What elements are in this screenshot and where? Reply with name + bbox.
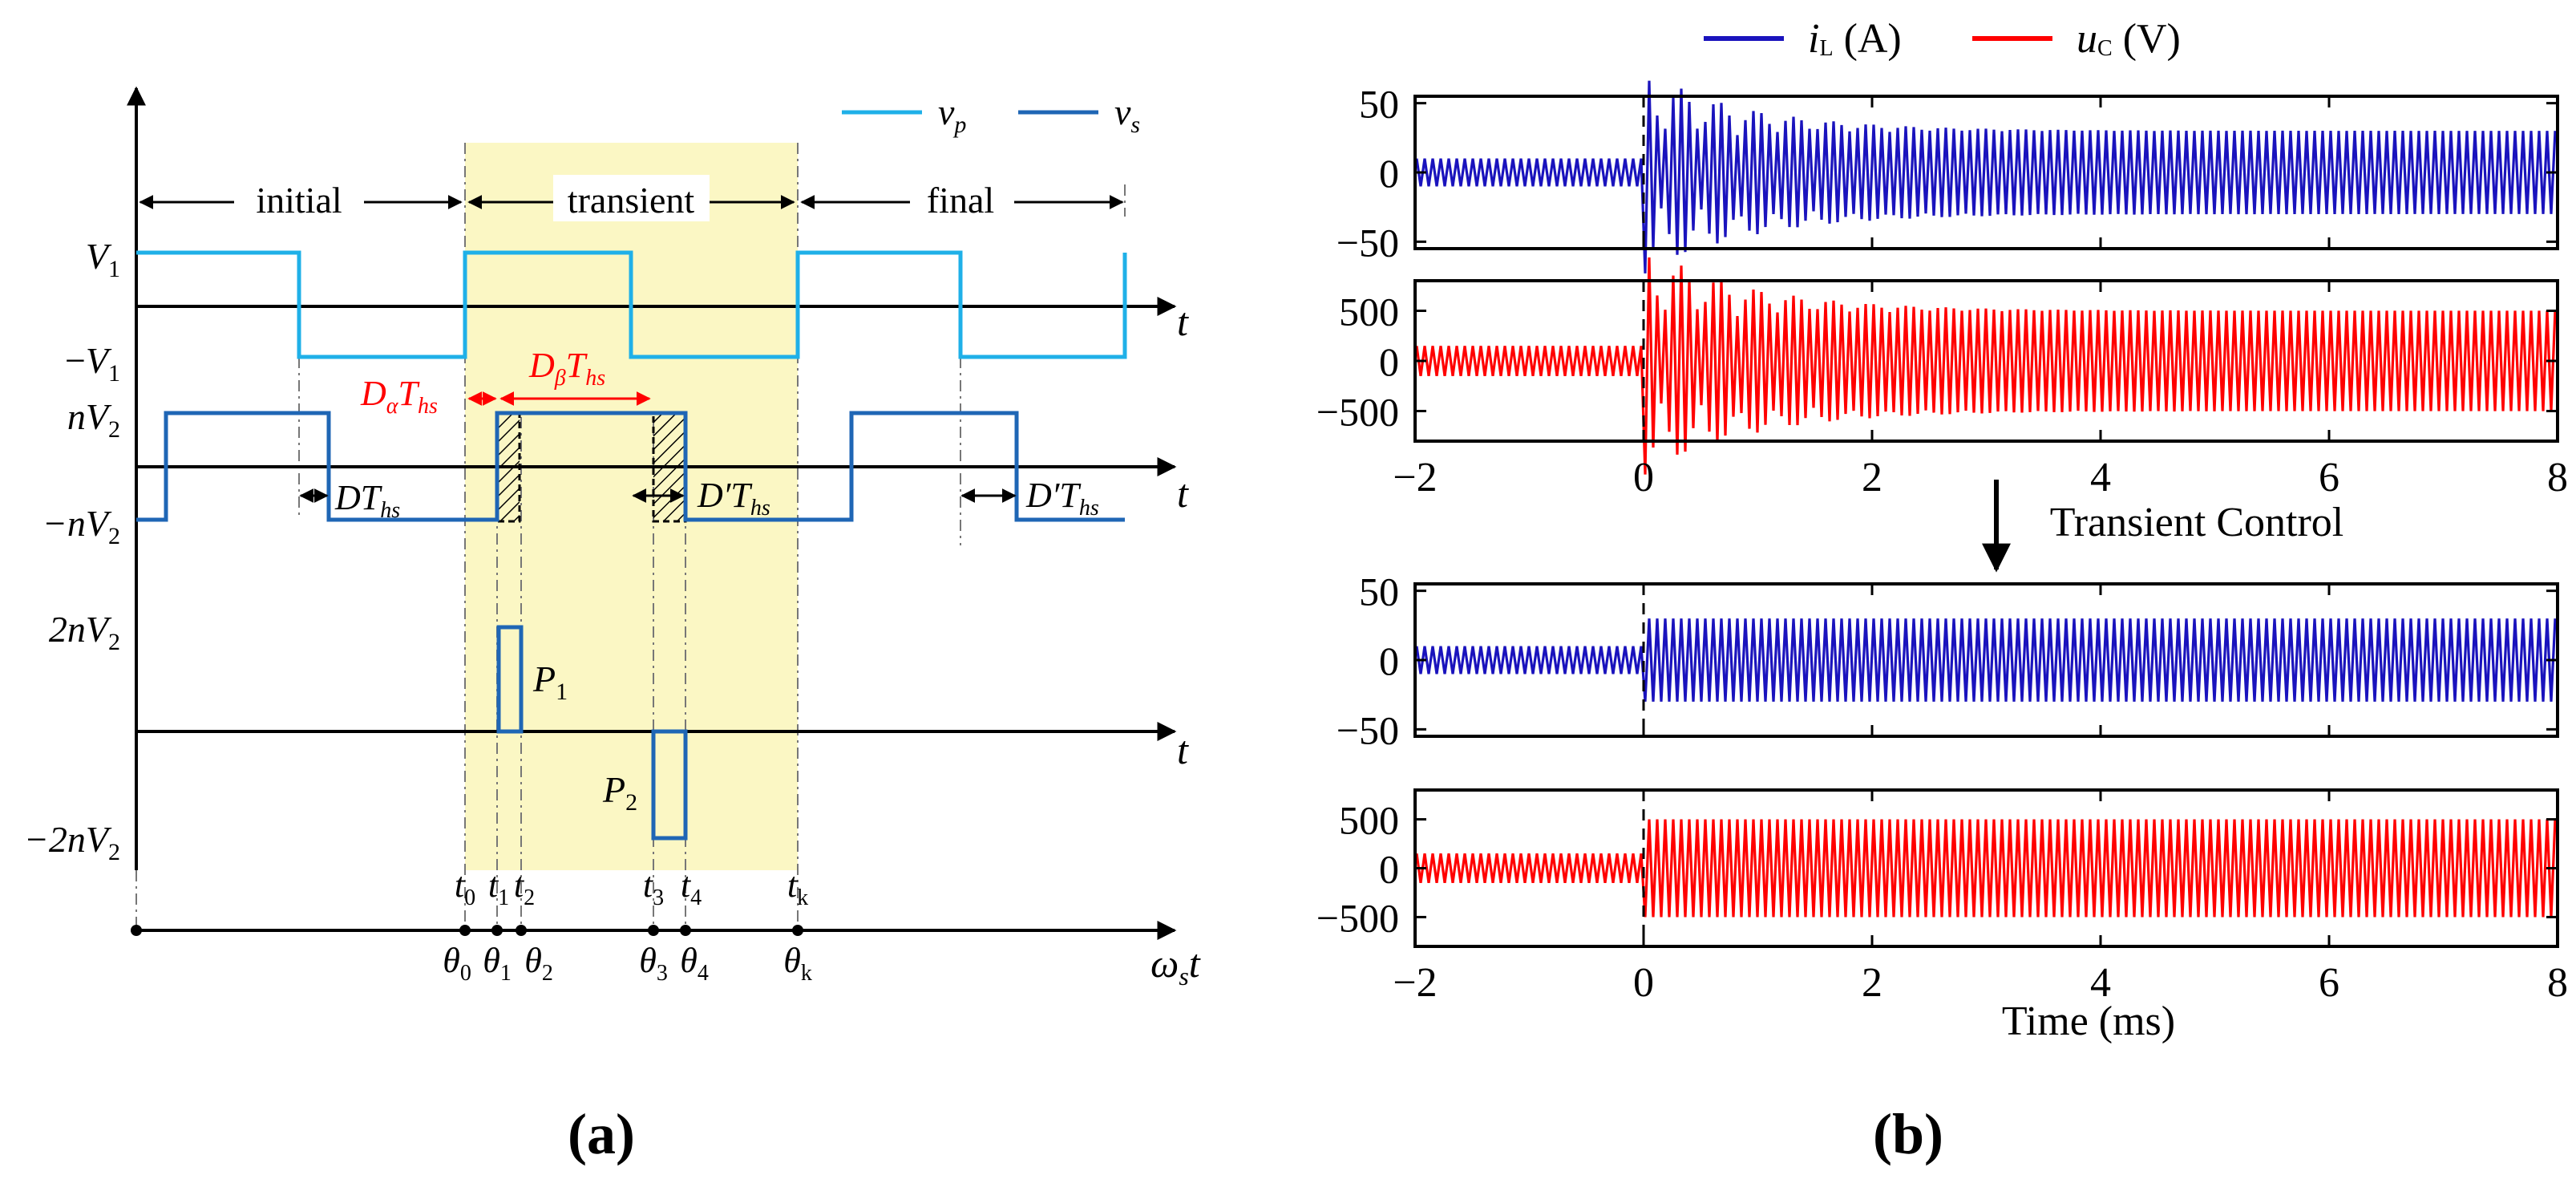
svg-text:t3: t3 xyxy=(643,865,664,910)
region-initial: initial xyxy=(256,180,342,221)
x-tick-label-4-3: 4 xyxy=(2090,960,2111,1006)
panel-a: initial transient final vp vs t t t ωst xyxy=(24,86,1201,1166)
x-tick-label-4-2: 2 xyxy=(1862,960,1882,1006)
dt-label: DThs xyxy=(334,478,400,523)
vs-waveform xyxy=(136,411,1125,522)
dpt-label-2: D′Ths xyxy=(1025,476,1099,521)
t-label-3: t xyxy=(1177,727,1189,772)
x-tick-label-2-4: 6 xyxy=(2319,455,2339,500)
vp-waveform xyxy=(136,250,1127,359)
y-tick-label-1-0: 50 xyxy=(1359,82,1399,127)
x-tick-label-2-1: 0 xyxy=(1633,455,1654,500)
svg-text:θ2: θ2 xyxy=(524,941,553,986)
x-tick-label-2-2: 2 xyxy=(1862,455,1882,500)
x-tick-label-2-5: 8 xyxy=(2547,455,2568,500)
x-tick-label-4-5: 8 xyxy=(2547,960,2568,1006)
svg-text:vs: vs xyxy=(1114,91,1140,138)
d-alpha-label: DαThs xyxy=(360,374,438,419)
svg-text:2nV2: 2nV2 xyxy=(49,609,120,655)
p1-label: P1 xyxy=(532,658,568,705)
x-tick-label-2-0: −2 xyxy=(1393,455,1437,500)
hatch-2 xyxy=(652,411,687,523)
legend-il: iL (A) xyxy=(1808,16,1902,62)
waveform-2 xyxy=(1415,257,2557,475)
svg-text:t1: t1 xyxy=(488,865,509,910)
hatch-1 xyxy=(495,411,521,523)
x-axis-title: Time (ms) xyxy=(2002,999,2175,1044)
p2-label: P2 xyxy=(602,769,637,816)
y-tick-label-2-2: −500 xyxy=(1316,390,1399,435)
x-tick-label-4-1: 0 xyxy=(1633,960,1654,1006)
dpt-label-1: D′Ths xyxy=(697,476,770,521)
wst-label: ωst xyxy=(1151,941,1201,991)
theta-dots xyxy=(131,925,803,936)
svg-text:t4: t4 xyxy=(681,865,702,910)
region-final: final xyxy=(927,180,994,221)
svg-text:θk: θk xyxy=(783,941,812,986)
d-beta-label: DβThs xyxy=(528,346,605,391)
y-tick-label-1-1: 0 xyxy=(1379,151,1399,196)
waveform-3 xyxy=(1415,618,2557,702)
svg-text:θ1: θ1 xyxy=(483,941,512,986)
y-tick-label-4-1: 0 xyxy=(1379,847,1399,892)
y-tick-label-4-0: 500 xyxy=(1339,798,1399,843)
y-tick-label-2-0: 500 xyxy=(1339,290,1399,334)
t-label-1: t xyxy=(1177,299,1189,344)
svg-text:−2nV2: −2nV2 xyxy=(24,819,120,865)
caption-b: (b) xyxy=(1873,1102,1943,1166)
x-tick-label-2-3: 4 xyxy=(2090,455,2111,500)
region-transient: transient xyxy=(568,180,695,221)
caption-a: (a) xyxy=(568,1102,635,1166)
y-tick-label-3-2: −50 xyxy=(1337,707,1399,752)
arrow-label: Transient Control xyxy=(2050,500,2343,545)
svg-text:V1: V1 xyxy=(86,236,120,282)
svg-text:θ0: θ0 xyxy=(443,941,471,986)
level-labels: V1 −V1 nV2 −nV2 2nV2 −2nV2 xyxy=(24,236,120,865)
x-tick-label-4-4: 6 xyxy=(2319,960,2339,1006)
svg-text:t2: t2 xyxy=(514,865,535,910)
svg-text:θ4: θ4 xyxy=(680,941,709,986)
svg-text:nV2: nV2 xyxy=(67,396,120,443)
t-tick-labels: t0 t1 t2 t3 t4 tk xyxy=(455,865,808,910)
svg-text:tk: tk xyxy=(787,865,808,910)
theta-labels: θ0 θ1 θ2 θ3 θ4 θk xyxy=(443,941,812,986)
y-tick-label-3-0: 50 xyxy=(1359,569,1399,614)
t-label-2: t xyxy=(1177,471,1189,516)
svg-text:−V1: −V1 xyxy=(65,340,120,387)
pulse-p1 xyxy=(496,625,524,734)
y-tick-label-1-2: −50 xyxy=(1337,220,1399,265)
x-tick-label-4-0: −2 xyxy=(1393,960,1437,1006)
waveform-4 xyxy=(1415,819,2557,918)
svg-text:vp: vp xyxy=(938,91,966,138)
legend-b: iL (A) uC (V) xyxy=(1704,16,2181,62)
svg-text:−nV2: −nV2 xyxy=(42,503,120,549)
waveform-1 xyxy=(1415,80,2557,273)
legend-uc: uC (V) xyxy=(2077,16,2181,62)
y-tick-label-4-2: −500 xyxy=(1316,895,1399,940)
y-tick-label-2-1: 0 xyxy=(1379,339,1399,384)
svg-text:θ3: θ3 xyxy=(639,941,668,986)
svg-text:t0: t0 xyxy=(455,865,475,910)
pulse-p2 xyxy=(651,729,688,841)
y-tick-label-3-1: 0 xyxy=(1379,638,1399,683)
legend-a: vp vs xyxy=(842,91,1140,138)
